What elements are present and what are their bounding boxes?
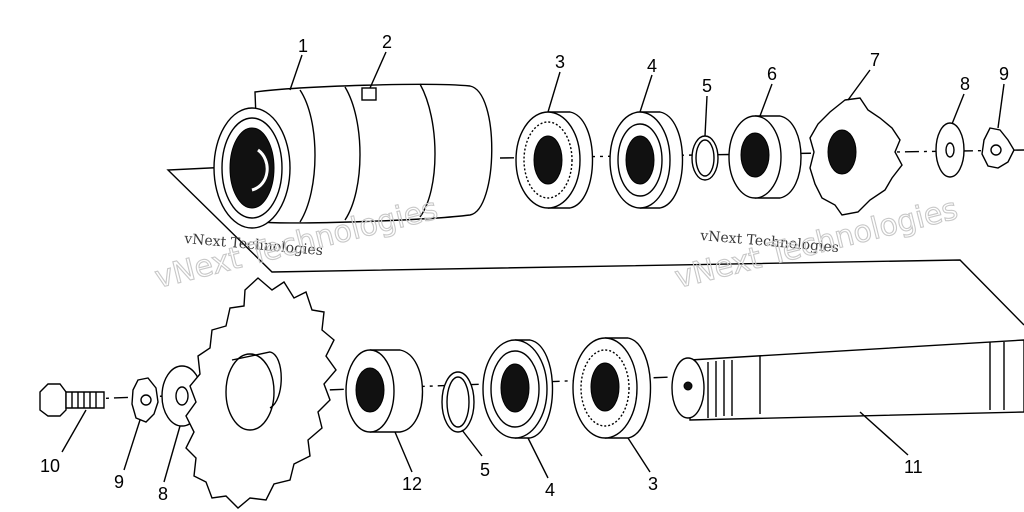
callout-3: 3 <box>555 52 565 72</box>
part-8-washer-upper <box>935 122 965 178</box>
part-3-bearing-lower <box>572 337 652 439</box>
callout-4: 4 <box>647 56 657 76</box>
leader-lines <box>61 51 1005 483</box>
callout-8-lower: 8 <box>158 484 168 504</box>
part-3-bearing-upper <box>515 111 594 209</box>
part-9-lockwasher-lower <box>131 377 159 423</box>
part-1-housing <box>213 83 493 229</box>
callout-5: 5 <box>702 76 712 96</box>
callout-6: 6 <box>767 64 777 84</box>
upper-axis-bracket <box>166 166 1024 326</box>
callout-12: 12 <box>402 474 422 494</box>
part-4-seal-upper <box>609 111 684 209</box>
part-10-bolt <box>39 383 105 417</box>
callout-3-lower: 3 <box>648 474 658 494</box>
callout-9-lower: 9 <box>114 472 124 492</box>
callout-labels: 1 2 3 4 5 6 7 8 9 10 9 8 12 5 4 3 11 <box>40 32 1009 504</box>
callout-10: 10 <box>40 456 60 476</box>
part-12-spacer <box>345 349 424 433</box>
watermark-right: vNext Technologies vNext Technologies <box>671 191 962 296</box>
part-9-lockwasher-upper <box>981 127 1015 169</box>
part-11-shaft <box>671 339 1024 421</box>
part-5-oring-lower <box>441 371 475 433</box>
part-4-seal-lower <box>482 339 554 439</box>
callout-8: 8 <box>960 74 970 94</box>
callout-5-lower: 5 <box>480 460 490 480</box>
callout-11: 11 <box>904 457 923 477</box>
part-7-small-sprocket <box>809 97 903 216</box>
callout-1: 1 <box>298 36 308 56</box>
callout-9: 9 <box>999 64 1009 84</box>
callout-4-lower: 4 <box>545 480 555 500</box>
callout-2: 2 <box>382 32 392 52</box>
part-6-spacer <box>728 115 802 199</box>
large-sprocket <box>185 277 337 509</box>
callout-7: 7 <box>870 50 880 70</box>
